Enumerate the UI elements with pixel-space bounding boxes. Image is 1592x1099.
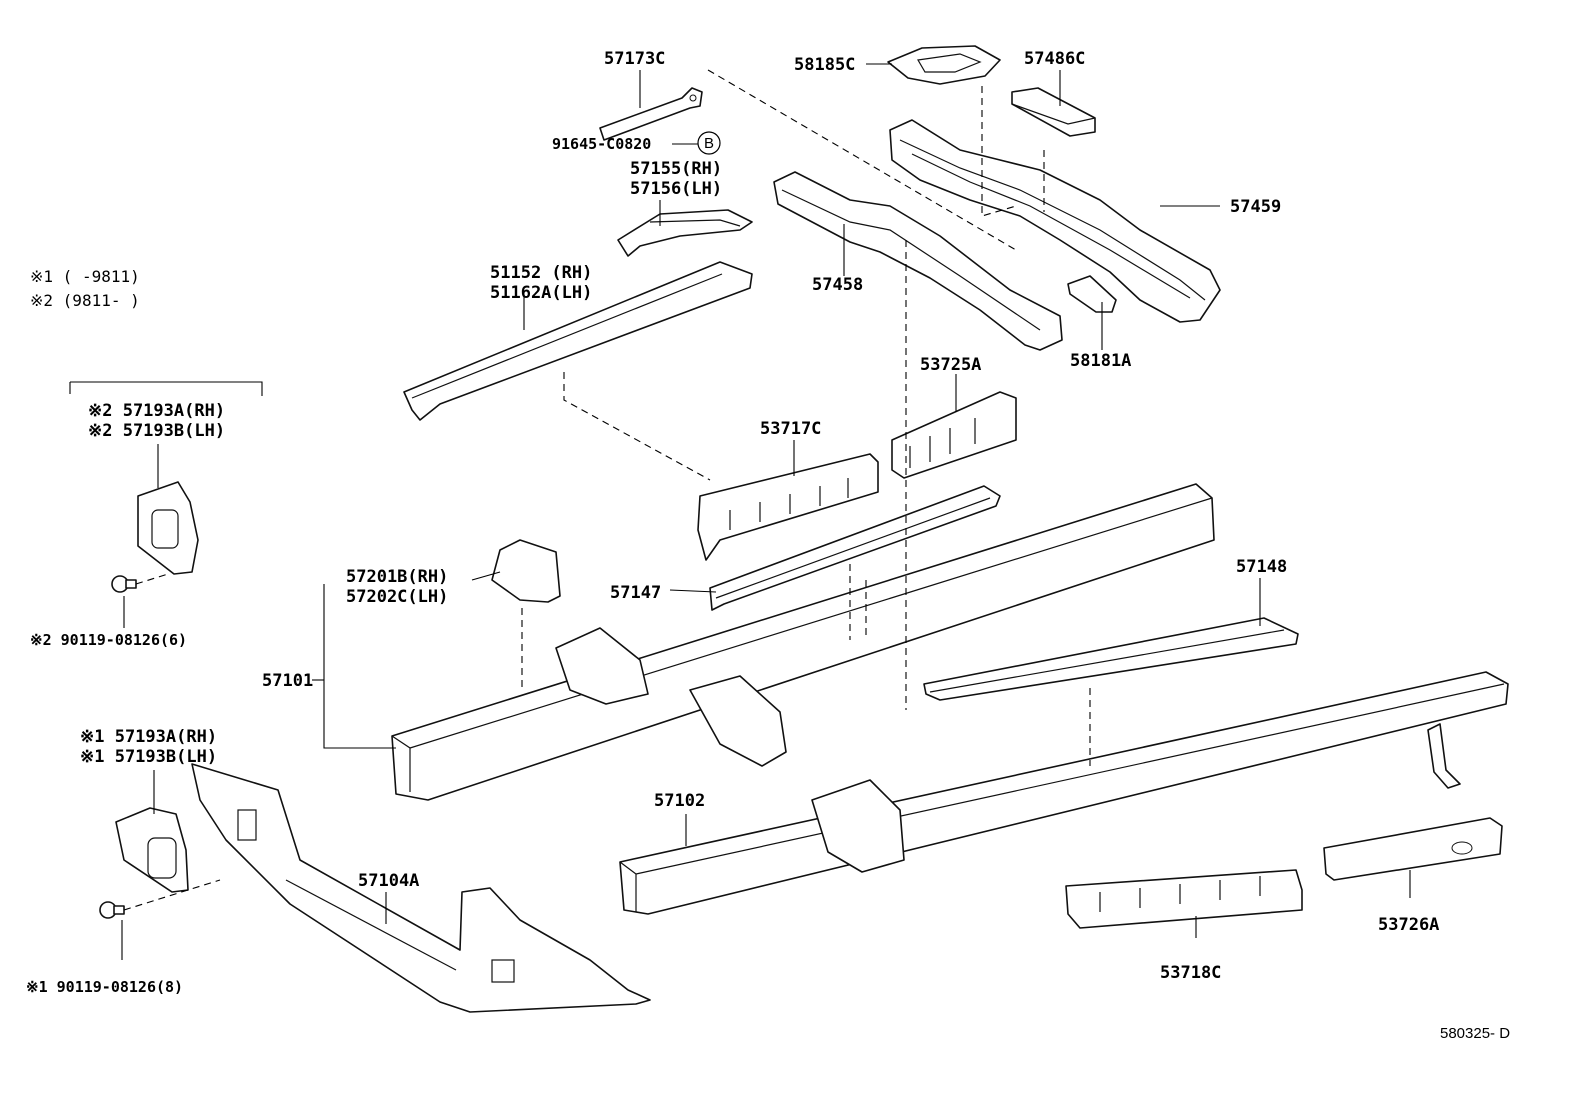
drawing-number: 580325- D [1440,1025,1510,1042]
label-53717C: 53717C [760,419,821,439]
crossmember-57147 [709,485,1001,611]
panel-53717C [697,453,879,561]
label-51162A: 51162A(LH) [490,283,592,303]
label-57147: 57147 [610,583,661,603]
note-range-1: ※1 ( -9811) [30,267,140,286]
bracket-58181A [1067,275,1117,313]
bolt-90119-note2 [111,575,137,593]
bracket-57173C [599,87,703,141]
label-57155: 57155(RH) [630,159,722,179]
label-57201B: 57201B(RH) [346,567,448,587]
label-57193B-note2: ※2 57193B(LH) [88,421,225,441]
label-91645-C0820: 91645-C0820 [552,135,651,153]
label-53725A: 53725A [920,355,981,375]
label-51152: 51152 (RH) [490,263,592,283]
gusset-57193-note2 [137,481,199,575]
bracket-57201B-57202C [491,539,561,603]
label-57104A: 57104A [358,871,419,891]
bracket-57155-57156 [617,209,753,257]
note-range-2: ※2 (9811- ) [30,291,140,310]
label-57458: 57458 [812,275,863,295]
panel-53725A [891,391,1017,479]
label-53726A: 53726A [1378,915,1439,935]
label-58181A: 58181A [1070,351,1131,371]
label-57459: 57459 [1230,197,1281,217]
crossmember-57104A [191,763,651,1013]
alignment-lines [123,69,1091,911]
label-57101: 57101 [262,671,313,691]
label-57148: 57148 [1236,557,1287,577]
label-57486C: 57486C [1024,49,1085,69]
channel-57486C [1011,87,1096,137]
bolt-marker-b-letter: B [704,135,714,152]
label-57193B-note1: ※1 57193B(LH) [80,747,217,767]
label-53718C: 53718C [1160,963,1221,983]
gusset-57193-note1 [115,807,189,893]
rail-51152-51162A [403,261,753,421]
label-90119-08126-6: ※2 90119-08126(6) [30,631,187,649]
crossmember-57459 [889,119,1221,323]
label-90119-08126-8: ※1 90119-08126(8) [26,978,183,996]
crossmember-57458 [773,171,1063,351]
bolt-marker-b: B [697,131,721,155]
label-57173C: 57173C [604,49,665,69]
label-57156: 57156(LH) [630,179,722,199]
rail-57148 [923,617,1299,701]
plate-58185C [887,45,1001,85]
label-58185C: 58185C [794,55,855,75]
side-member-57102 [619,671,1509,915]
panel-53726A [1323,817,1503,881]
side-member-57101 [391,483,1215,801]
label-57193A-note2: ※2 57193A(RH) [88,401,225,421]
leader-lines [69,63,1411,960]
bolt-90119-note1 [99,901,125,919]
label-57202C: 57202C(LH) [346,587,448,607]
panel-53718C [1065,869,1303,929]
label-57193A-note1: ※1 57193A(RH) [80,727,217,747]
label-57102: 57102 [654,791,705,811]
